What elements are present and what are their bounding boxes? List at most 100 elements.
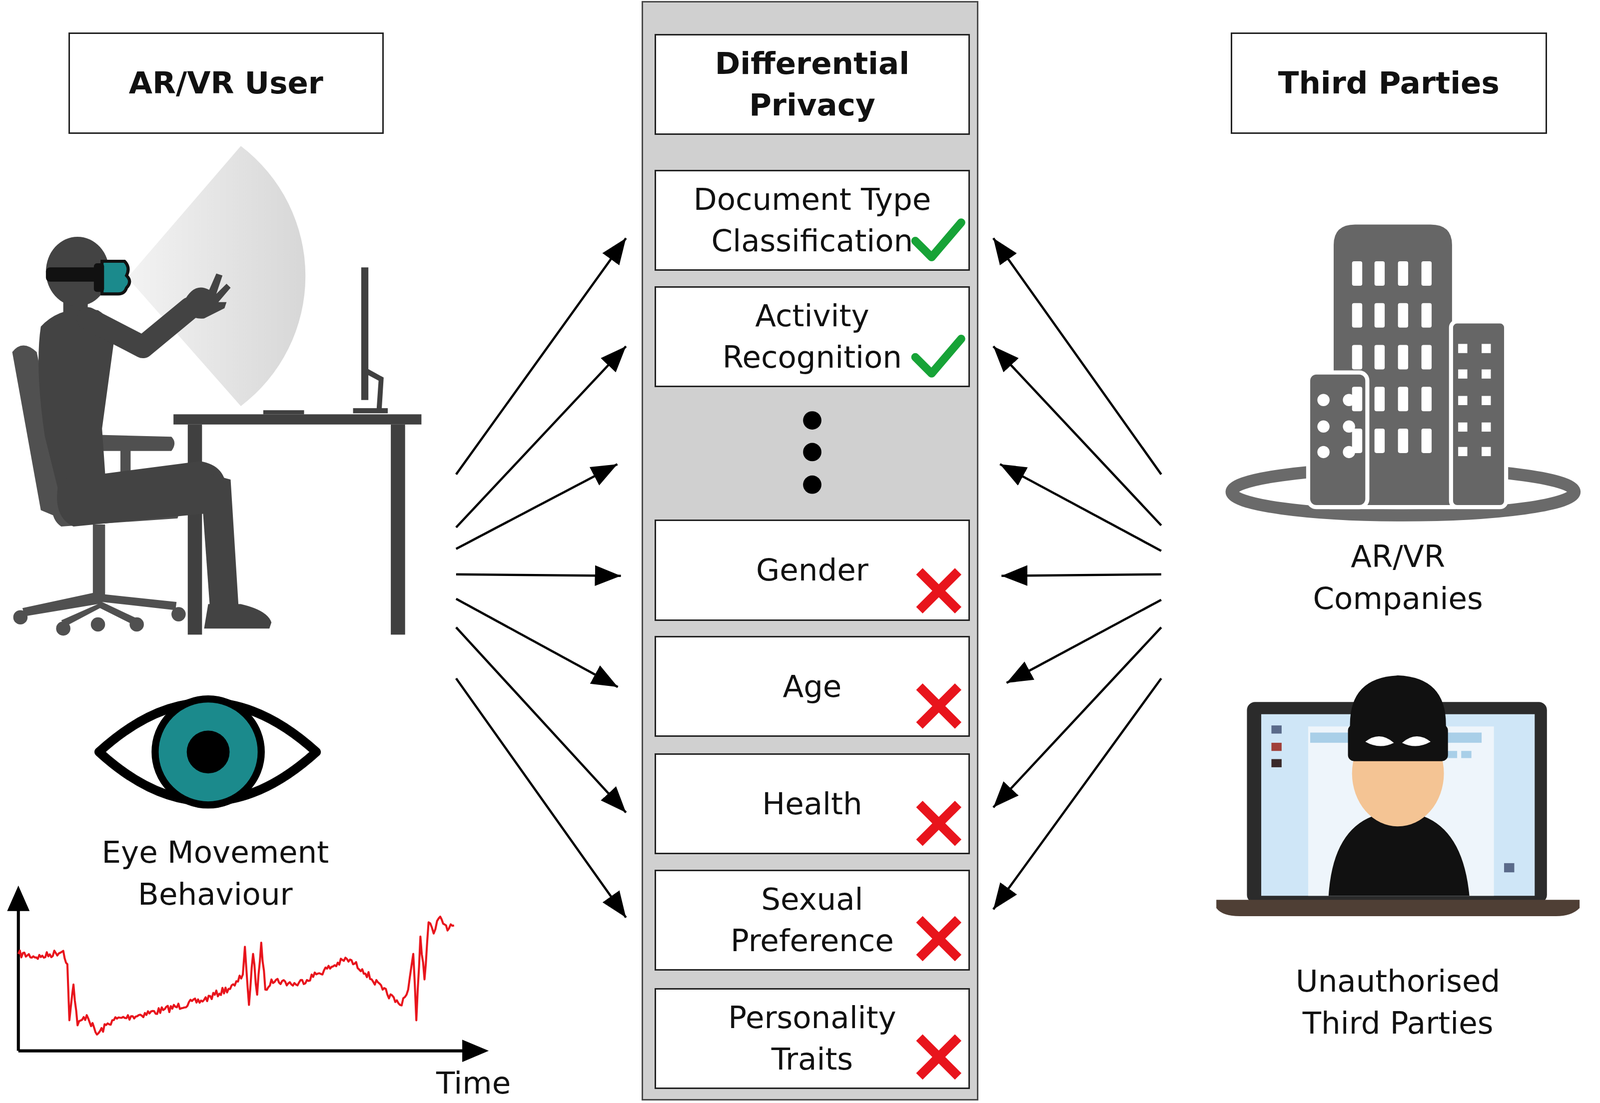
laptop-intruder-icon [1350,675,1447,727]
company-building-icon [1352,344,1363,370]
company-building-icon [1374,428,1385,454]
arrow-connector [456,678,627,918]
company-building-icon [1231,468,1575,516]
heading-box: Differential Privacy [654,33,970,135]
arrow-connector [993,238,1162,475]
laptop-intruder-icon [1447,751,1458,759]
box-text: Age [782,666,842,708]
office-chair [12,345,68,516]
laptop-intruder-icon [1365,736,1394,747]
arrow-connector [456,464,618,550]
company-building-icon [1398,344,1409,370]
eye-icon [154,699,261,805]
inference-box: Personality Traits [654,988,970,1090]
company-building-icon [1458,447,1468,457]
office-chair [51,494,180,527]
vr-headset [101,261,130,294]
laptop-intruder-icon [1308,726,1495,896]
laptop-intruder-icon [1216,899,1580,917]
vr-user-silhouette [203,604,272,629]
monitor [365,367,384,411]
annotation-label: Eye Movement Behaviour [82,831,348,916]
eye-signal-line [18,916,455,1035]
company-building-icon [1342,393,1356,407]
monitor [353,267,388,414]
laptop-intruder-icon [1271,725,1282,734]
monitor [361,267,369,400]
laptop-intruder-icon [1271,759,1282,768]
desk [173,414,422,425]
arrow-connector [1001,574,1162,577]
company-building-icon [1352,386,1363,412]
office-chair [13,610,28,625]
company-building-icon [1374,386,1385,412]
arrow-connector [456,346,627,528]
actor-column: AR/VR User [0,0,457,1103]
office-chair [120,449,131,499]
office-chair [22,592,177,627]
vr-user-silhouette [199,471,239,613]
office-chair [55,621,71,637]
eye-icon [98,702,317,802]
inference-box: Sexual Preference [654,869,970,971]
vr-headset [45,267,105,282]
laptop-intruder-icon [1310,732,1482,743]
office-chair [92,434,175,452]
box-text: Sexual Preference [686,878,939,962]
company-building-icon [1421,344,1432,370]
heading-text: AR/VR User [128,62,324,104]
privacy-band: Differential PrivacyDocument Type Classi… [641,0,979,1101]
eye-signal-line [18,916,455,1035]
company-building-icon [1398,261,1409,286]
company-building-icon [1421,428,1432,454]
arrow-connector [993,346,1162,526]
desk [390,424,406,636]
inference-box: Activity Recognition [654,286,970,388]
eye-icon [186,730,230,774]
eye-icon [98,699,317,805]
box-text: Health [762,783,862,825]
box-text: Document Type Classification [686,178,939,262]
company-building-icon [1374,344,1385,370]
company-building-icon [1398,303,1409,328]
laptop-intruder-icon [1216,675,1580,917]
desk [173,410,422,635]
vr-user-silhouette [63,293,88,321]
annotation-label: AR/VR Companies [1290,535,1506,620]
laptop-intruder-icon [1352,720,1445,827]
inference-box: Gender [654,519,970,621]
heading-text: Third Parties [1278,62,1500,104]
arrow-connector [993,678,1162,910]
arrow-connector [456,574,622,577]
company-building-icon [1342,446,1356,459]
laptop-intruder-icon [1402,736,1431,747]
box-text: Personality Traits [686,997,939,1081]
company-building-icon [1458,396,1468,406]
company-building-icon [1317,420,1330,434]
company-building-icon [1458,369,1468,379]
inference-box: Health [654,753,970,855]
box-text: Activity Recognition [686,295,939,379]
company-building-icon [1451,321,1507,508]
company-building-icon [1352,428,1363,454]
laptop-intruder-icon [1246,702,1547,903]
inference-box: Document Type Classification [654,169,970,271]
company-building-icon [1421,303,1432,328]
desk [263,410,305,415]
company-building-icon [1398,386,1409,412]
arrow-connector [456,238,627,475]
company-building-icon [1352,303,1363,328]
chart-axes [6,885,30,912]
box-text: Gender [756,549,869,592]
company-building-icon [1481,422,1491,432]
laptop-intruder-icon [1461,751,1472,759]
company-building-icon [1458,422,1468,432]
arrow-connector [1006,600,1161,684]
company-building-icon [1317,446,1330,459]
company-building-icon [1352,261,1363,286]
vr-user-silhouette [38,308,115,511]
vr-user-silhouette [45,236,110,307]
office-chair [90,617,106,633]
monitor [353,408,388,414]
